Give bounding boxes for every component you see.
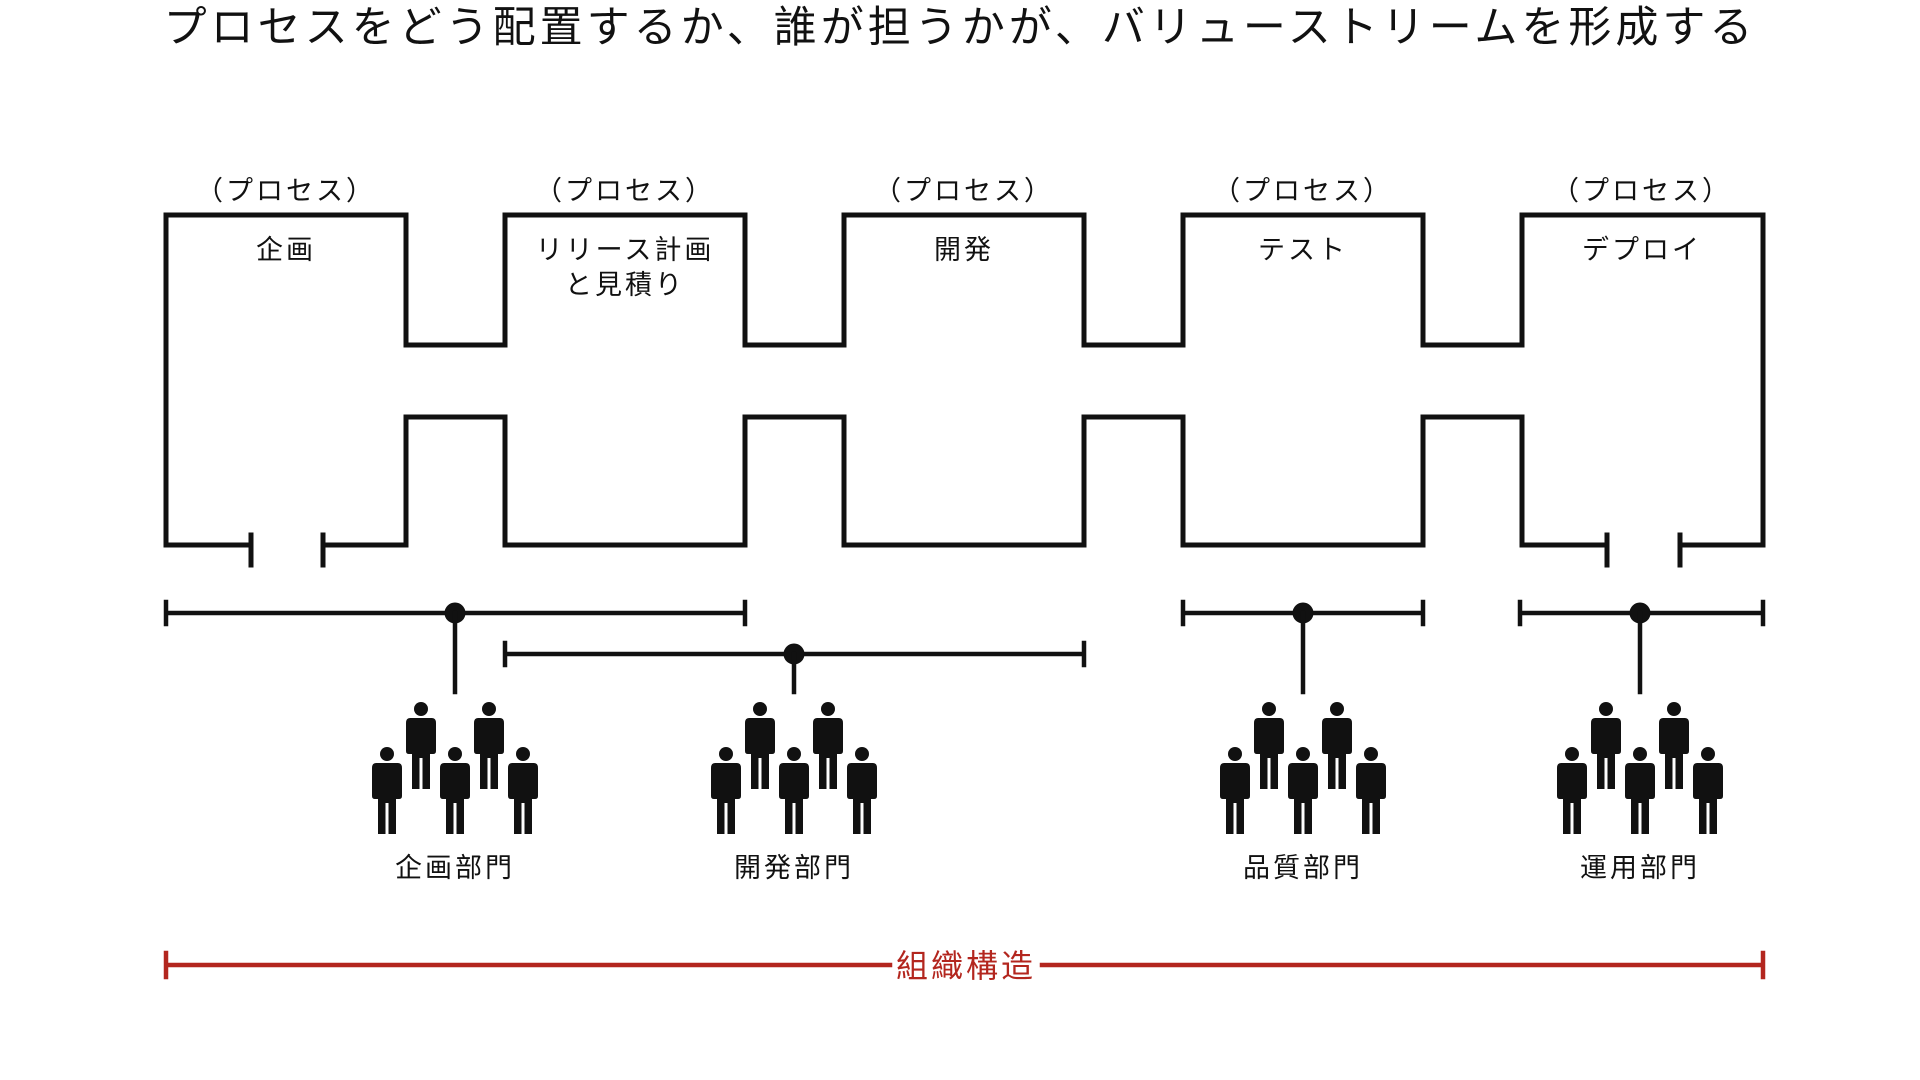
process-tag: （プロセス）	[535, 176, 715, 207]
page-title: プロセスをどう配置するか、誰が担うかが、バリューストリームを形成する	[164, 3, 1757, 53]
process-name-line-2: と見積り	[565, 270, 685, 301]
people-group-icon	[1220, 702, 1386, 834]
value-stream-walls	[163, 212, 1766, 568]
quality-department: 品質部門	[1220, 702, 1386, 884]
department-label: 運用部門	[1580, 853, 1700, 884]
span-arrow-icon	[163, 950, 1766, 980]
process-name: 企画	[256, 235, 316, 266]
process-name: テスト	[1258, 235, 1348, 266]
operations-department: 運用部門	[1557, 702, 1723, 884]
department-label: 企画部門	[395, 853, 515, 884]
org-structure-span: 組織構造	[163, 947, 1766, 985]
process-name: デプロイ	[1582, 235, 1702, 266]
process-labels: （プロセス） 企画 （プロセス） リリース計画 と見積り （プロセス） 開発 （…	[196, 176, 1732, 301]
value-stream-top-wall	[163, 212, 1766, 548]
process-tag: （プロセス）	[1213, 176, 1393, 207]
operations-dept-span	[1517, 599, 1766, 695]
planning-department: 企画部門	[372, 702, 538, 884]
development-dept-span	[502, 640, 1087, 695]
process-tag: （プロセス）	[874, 176, 1054, 207]
departments: 企画部門 開発部門 品質部門 運用部門	[372, 702, 1723, 884]
process-name: 開発	[934, 235, 994, 266]
people-group-icon	[1557, 702, 1723, 834]
quality-dept-span	[1180, 599, 1426, 695]
responsibility-brackets	[163, 599, 1766, 695]
org-structure-label: 組織構造	[896, 947, 1036, 985]
people-group-icon	[372, 702, 538, 834]
process-tag: （プロセス）	[196, 176, 376, 207]
planning-dept-span	[163, 599, 748, 695]
value-stream-bottom-wall	[403, 414, 1525, 548]
process-name: リリース計画	[536, 235, 715, 266]
department-label: 品質部門	[1243, 853, 1363, 884]
people-group-icon	[711, 702, 877, 834]
department-label: 開発部門	[734, 853, 854, 884]
development-department: 開発部門	[711, 702, 877, 884]
process-tag: （プロセス）	[1552, 176, 1732, 207]
